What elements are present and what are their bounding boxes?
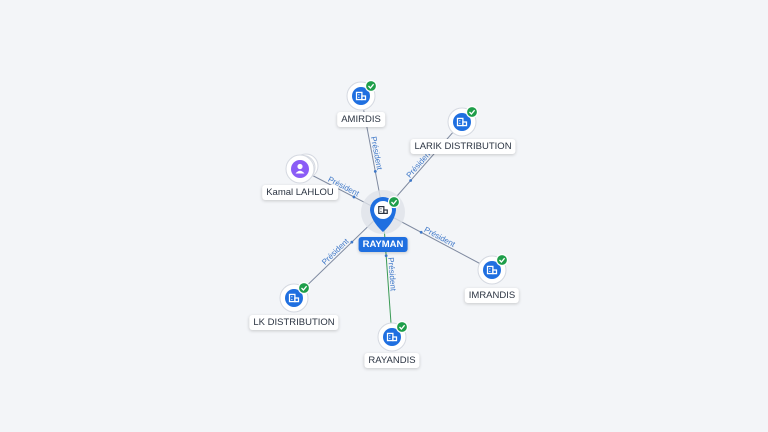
verified-check-icon [364, 79, 378, 93]
node-amirdis[interactable] [346, 79, 378, 111]
edge-label-amirdis: Président [369, 136, 384, 172]
node-label-rayandis: RAYANDIS [364, 353, 420, 368]
node-label-larik: LARIK DISTRIBUTION [410, 139, 516, 154]
node-imrandis[interactable] [477, 253, 509, 285]
nodes [279, 79, 509, 352]
building-icon [355, 91, 367, 101]
edge-label-imrandis: Président [423, 225, 458, 249]
verified-check-icon [395, 320, 409, 334]
verified-check-icon [387, 195, 401, 209]
person-icon [295, 163, 305, 174]
verified-check-icon [495, 253, 509, 267]
edge-label-rayandis: Président [386, 257, 397, 292]
node-label-lk: LK DISTRIBUTION [249, 315, 339, 330]
node-label-imrandis: IMRANDIS [464, 288, 520, 303]
building-icon [378, 206, 388, 214]
node-label-kamal: Kamal LAHLOU [262, 185, 338, 200]
node-lk[interactable] [279, 281, 311, 313]
verified-check-icon [465, 105, 479, 119]
building-icon [456, 117, 468, 127]
node-kamal[interactable] [285, 153, 319, 184]
building-icon [386, 332, 398, 342]
building-icon [486, 265, 498, 275]
node-label-amirdis: AMIRDIS [337, 112, 385, 127]
node-larik[interactable] [447, 105, 479, 137]
verified-check-icon [297, 281, 311, 295]
edge-label-lk: Président [320, 236, 351, 266]
node-center[interactable] [361, 190, 405, 234]
node-rayandis[interactable] [377, 320, 409, 352]
building-icon [288, 293, 300, 303]
node-label-center: RAYMAN [358, 237, 408, 252]
